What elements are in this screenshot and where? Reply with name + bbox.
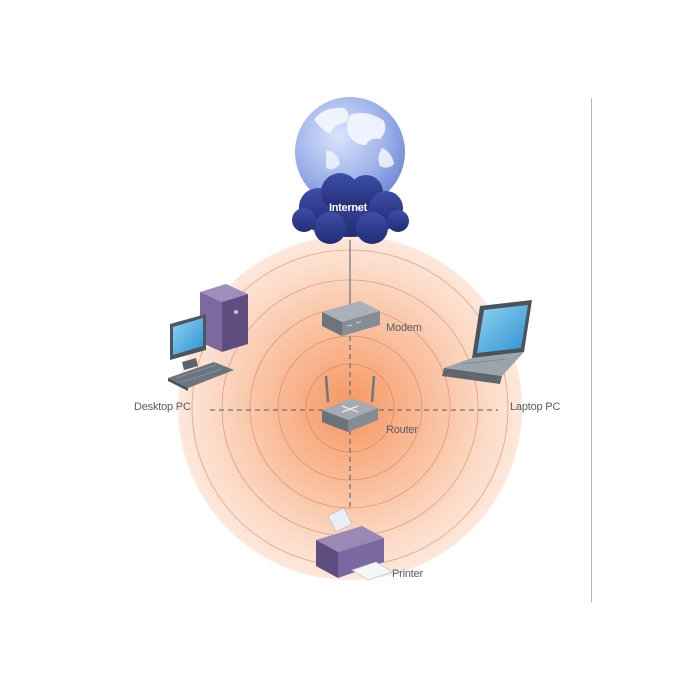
cloud-icon [292,173,409,244]
modem-icon [322,301,380,336]
laptop-pc-label: Laptop PC [510,401,561,413]
desktop-pc-label: Desktop PC [134,401,191,413]
internet-label: Internet [329,202,367,214]
printer-icon [316,507,393,581]
router-icon [322,375,378,432]
modem-label: Modem [386,322,422,334]
laptop-icon [442,300,532,384]
desktop-pc-icon [168,284,248,391]
printer-label: Printer [392,568,423,580]
router-label: Router [386,424,418,436]
page-edge-divider [591,98,592,602]
